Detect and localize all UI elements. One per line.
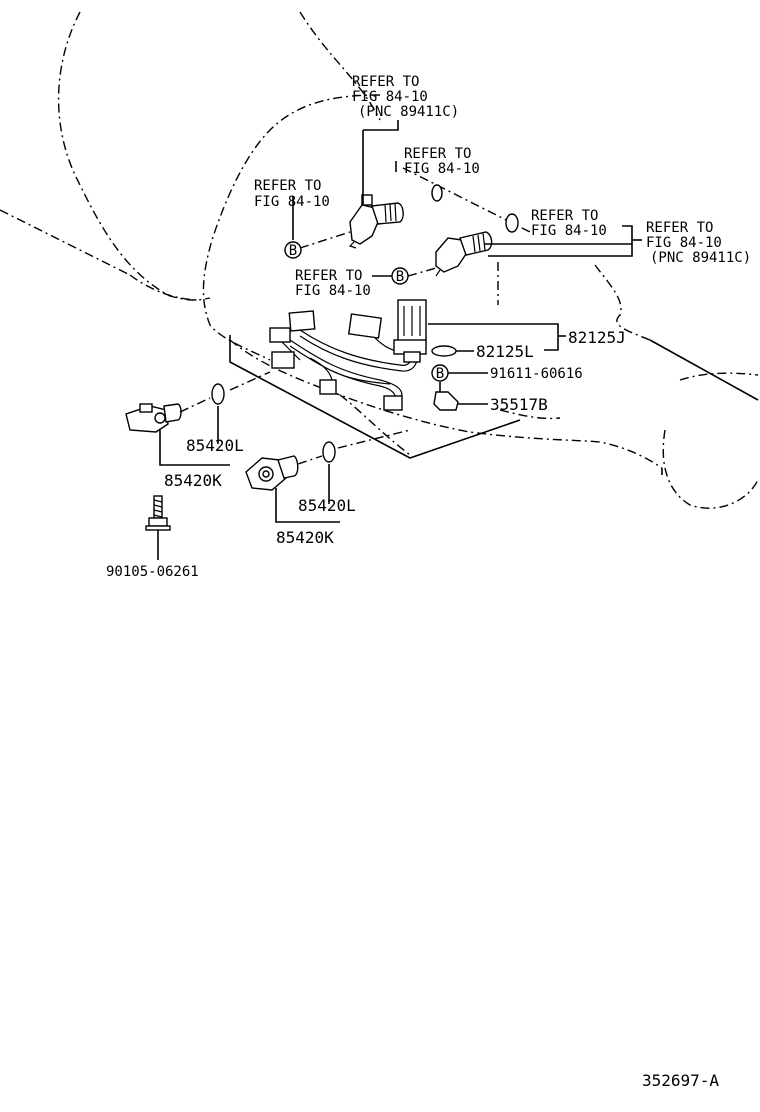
refer-right-line2: FIG 84-10 — [646, 235, 722, 251]
speed-sensor-lower-left — [125, 371, 271, 433]
refer-oring-line1: REFER TO — [531, 208, 598, 224]
leader-85420K-left — [159, 430, 230, 466]
b-marker-mid: B — [391, 267, 409, 285]
part-85420L-left: 85420L — [186, 436, 244, 455]
refer-b-line2: FIG 84-10 — [295, 283, 371, 299]
b-marker-bracket-text: B — [436, 366, 444, 382]
b-marker-mid-text: B — [396, 269, 404, 285]
b-marker-left: B — [284, 241, 302, 259]
speed-sensor-upper-right — [435, 231, 493, 277]
speed-sensor-lower-right — [245, 429, 411, 491]
part-91611-60616: 91611-60616 — [490, 366, 583, 382]
refer-left-line1: REFER TO — [254, 178, 321, 194]
o-ring-82125L — [431, 345, 457, 357]
part-leaders — [428, 323, 566, 405]
o-ring-85420L-left — [211, 383, 225, 405]
speed-sensor-upper-left — [348, 194, 404, 249]
part-85420K-right: 85420K — [276, 528, 334, 547]
refer-oring-line2: FIG 84-10 — [531, 223, 607, 239]
refer-top-line1: REFER TO — [352, 74, 419, 90]
part-82125L: 82125L — [476, 342, 534, 361]
refer-mid-line1: REFER TO — [404, 146, 471, 162]
b-marker-bracket: B — [431, 364, 488, 382]
b-marker-left-text: B — [289, 243, 297, 259]
part-85420L-right: 85420L — [298, 496, 356, 515]
refer-mid-line2: FIG 84-10 — [404, 161, 480, 177]
refer-top-line3: (PNC 89411C) — [358, 104, 459, 120]
wire-harness — [269, 299, 427, 411]
diagram-id: 352697-A — [642, 1071, 719, 1090]
bolt-90105-06261 — [145, 495, 171, 560]
o-ring-85420L-right — [322, 441, 336, 463]
part-82125J: 82125J — [568, 328, 626, 347]
o-rings-referenced — [431, 184, 519, 233]
leader-85420K-right — [275, 488, 340, 523]
part-90105-06261: 90105-06261 — [106, 564, 199, 580]
refer-left-line2: FIG 84-10 — [254, 194, 330, 210]
transmission-housing-outline — [0, 11, 759, 509]
refer-right-line1: REFER TO — [646, 220, 713, 236]
refer-top-line2: FIG 84-10 — [352, 89, 428, 105]
part-35517B: 35517B — [490, 395, 548, 414]
part-85420K-left: 85420K — [164, 471, 222, 490]
refer-right-line3: (PNC 89411C) — [650, 250, 751, 266]
refer-b-line1: REFER TO — [295, 268, 362, 284]
bracket-35517B — [433, 382, 459, 411]
